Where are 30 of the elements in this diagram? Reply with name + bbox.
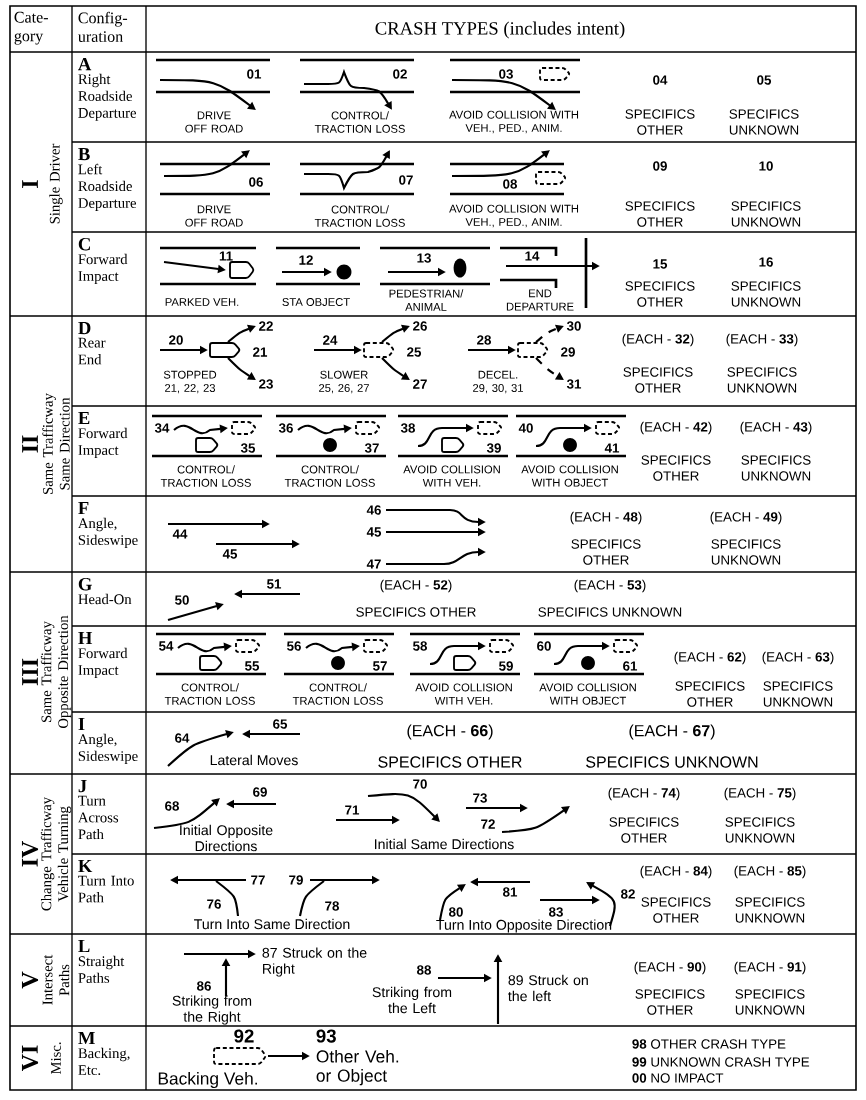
caption: Other Veh. or Object xyxy=(316,1049,399,1086)
column-header: Cate- gory xyxy=(14,11,48,45)
category-numeral: II xyxy=(22,435,38,453)
crash-type-number: 93 xyxy=(316,1029,336,1043)
specifics-label: SPECIFICS UNKNOWN xyxy=(586,756,758,768)
specifics-label: SPECIFICS OTHER xyxy=(378,756,522,768)
configuration-letter: H xyxy=(78,631,93,645)
configuration-letter: L xyxy=(78,939,90,953)
category-numeral: V xyxy=(21,971,39,989)
category-numeral: IV xyxy=(21,840,39,867)
column-header: CRASH TYPES (includes intent) xyxy=(375,21,625,39)
configuration-letter: D xyxy=(78,321,91,335)
configuration-letter: B xyxy=(78,147,90,161)
caption: Backing Veh. xyxy=(158,1071,257,1089)
configuration-letter: E xyxy=(78,411,90,425)
crash-type-number: 92 xyxy=(234,1029,254,1043)
specifics-label: (EACH - 67) xyxy=(629,724,715,740)
column-header: Config- uration xyxy=(78,11,128,42)
configuration-letter: A xyxy=(78,57,92,71)
configuration-letter: F xyxy=(78,501,89,515)
configuration-letter: C xyxy=(78,237,90,251)
category-numeral: VI xyxy=(21,1045,39,1072)
configuration-letter: J xyxy=(78,779,87,793)
configuration-letter: I xyxy=(78,717,85,731)
category-numeral: III xyxy=(22,658,38,686)
configuration-letter: K xyxy=(78,859,93,873)
category-numeral: I xyxy=(22,180,38,188)
configuration-letter: G xyxy=(78,577,92,591)
specifics-label: (EACH - 66) xyxy=(407,724,493,740)
configuration-letter: M xyxy=(78,1031,95,1045)
